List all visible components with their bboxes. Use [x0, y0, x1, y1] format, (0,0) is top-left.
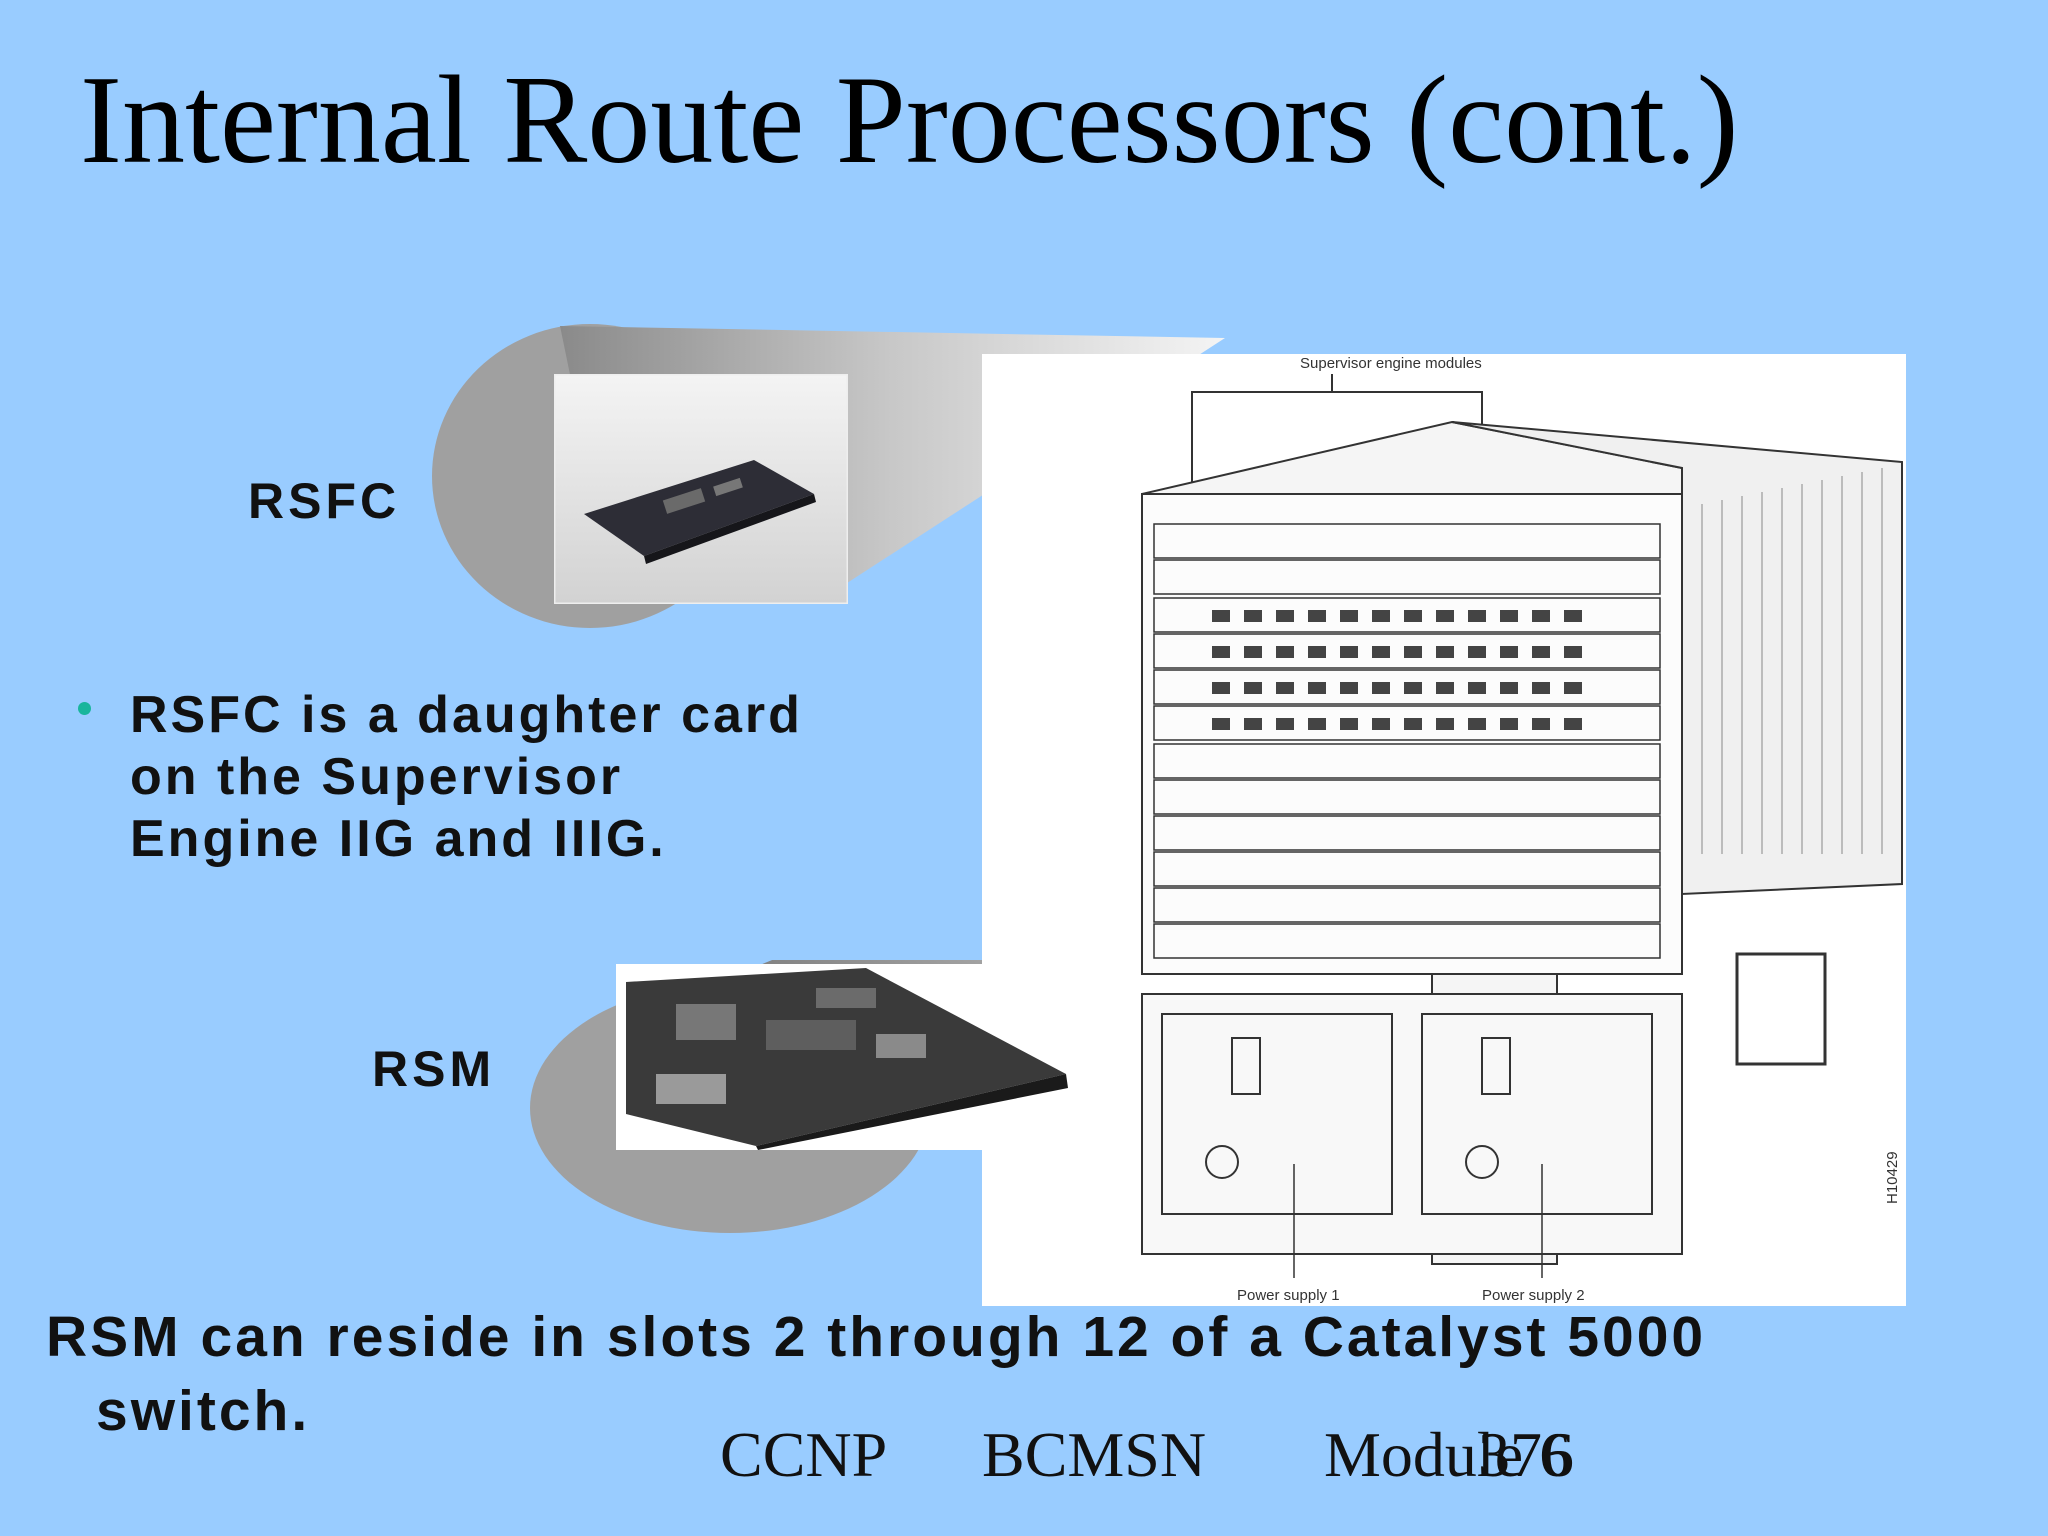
bullet-dot: [78, 702, 91, 715]
catalyst-chassis-diagram: Supervisor engine modules: [982, 354, 1906, 1306]
supervisor-modules-label: Supervisor engine modules: [1300, 355, 1482, 372]
footer-page-number: 376: [1478, 1419, 1574, 1490]
bullet-item: RSFC is a daughter card on the Superviso…: [130, 686, 803, 868]
power-supply-2-label: Power supply 2: [1482, 1287, 1585, 1304]
chassis-slots: [1153, 523, 1661, 959]
port-blocks: [1212, 610, 1582, 730]
power-supply-1-label: Power supply 1: [1237, 1287, 1340, 1304]
footer-module: Module 6: [1324, 1419, 1572, 1490]
rsfc-card-image: [554, 374, 848, 604]
footer-module-name: BCMSN: [982, 1419, 1207, 1490]
slide-title: Internal Route Processors (cont.): [80, 51, 1739, 190]
vent-grid: [1701, 468, 1883, 854]
main-statement: RSM can reside in slots 2 through 12 of …: [46, 1300, 2006, 1448]
bullet-list: RSFC is a daughter card on the Superviso…: [78, 684, 818, 870]
main-statement-line2: switch.: [96, 1379, 311, 1443]
figure-id: H10429: [1884, 1151, 1901, 1204]
main-statement-line1: RSM can reside in slots 2 through 12 of …: [46, 1305, 1707, 1369]
power-supply-bays: [1141, 993, 1683, 1255]
rsm-label: RSM: [372, 1041, 496, 1097]
rsm-card-image: [616, 964, 1074, 1150]
rsfc-label: RSFC: [248, 473, 401, 529]
footer-course: CCNP: [720, 1419, 888, 1490]
